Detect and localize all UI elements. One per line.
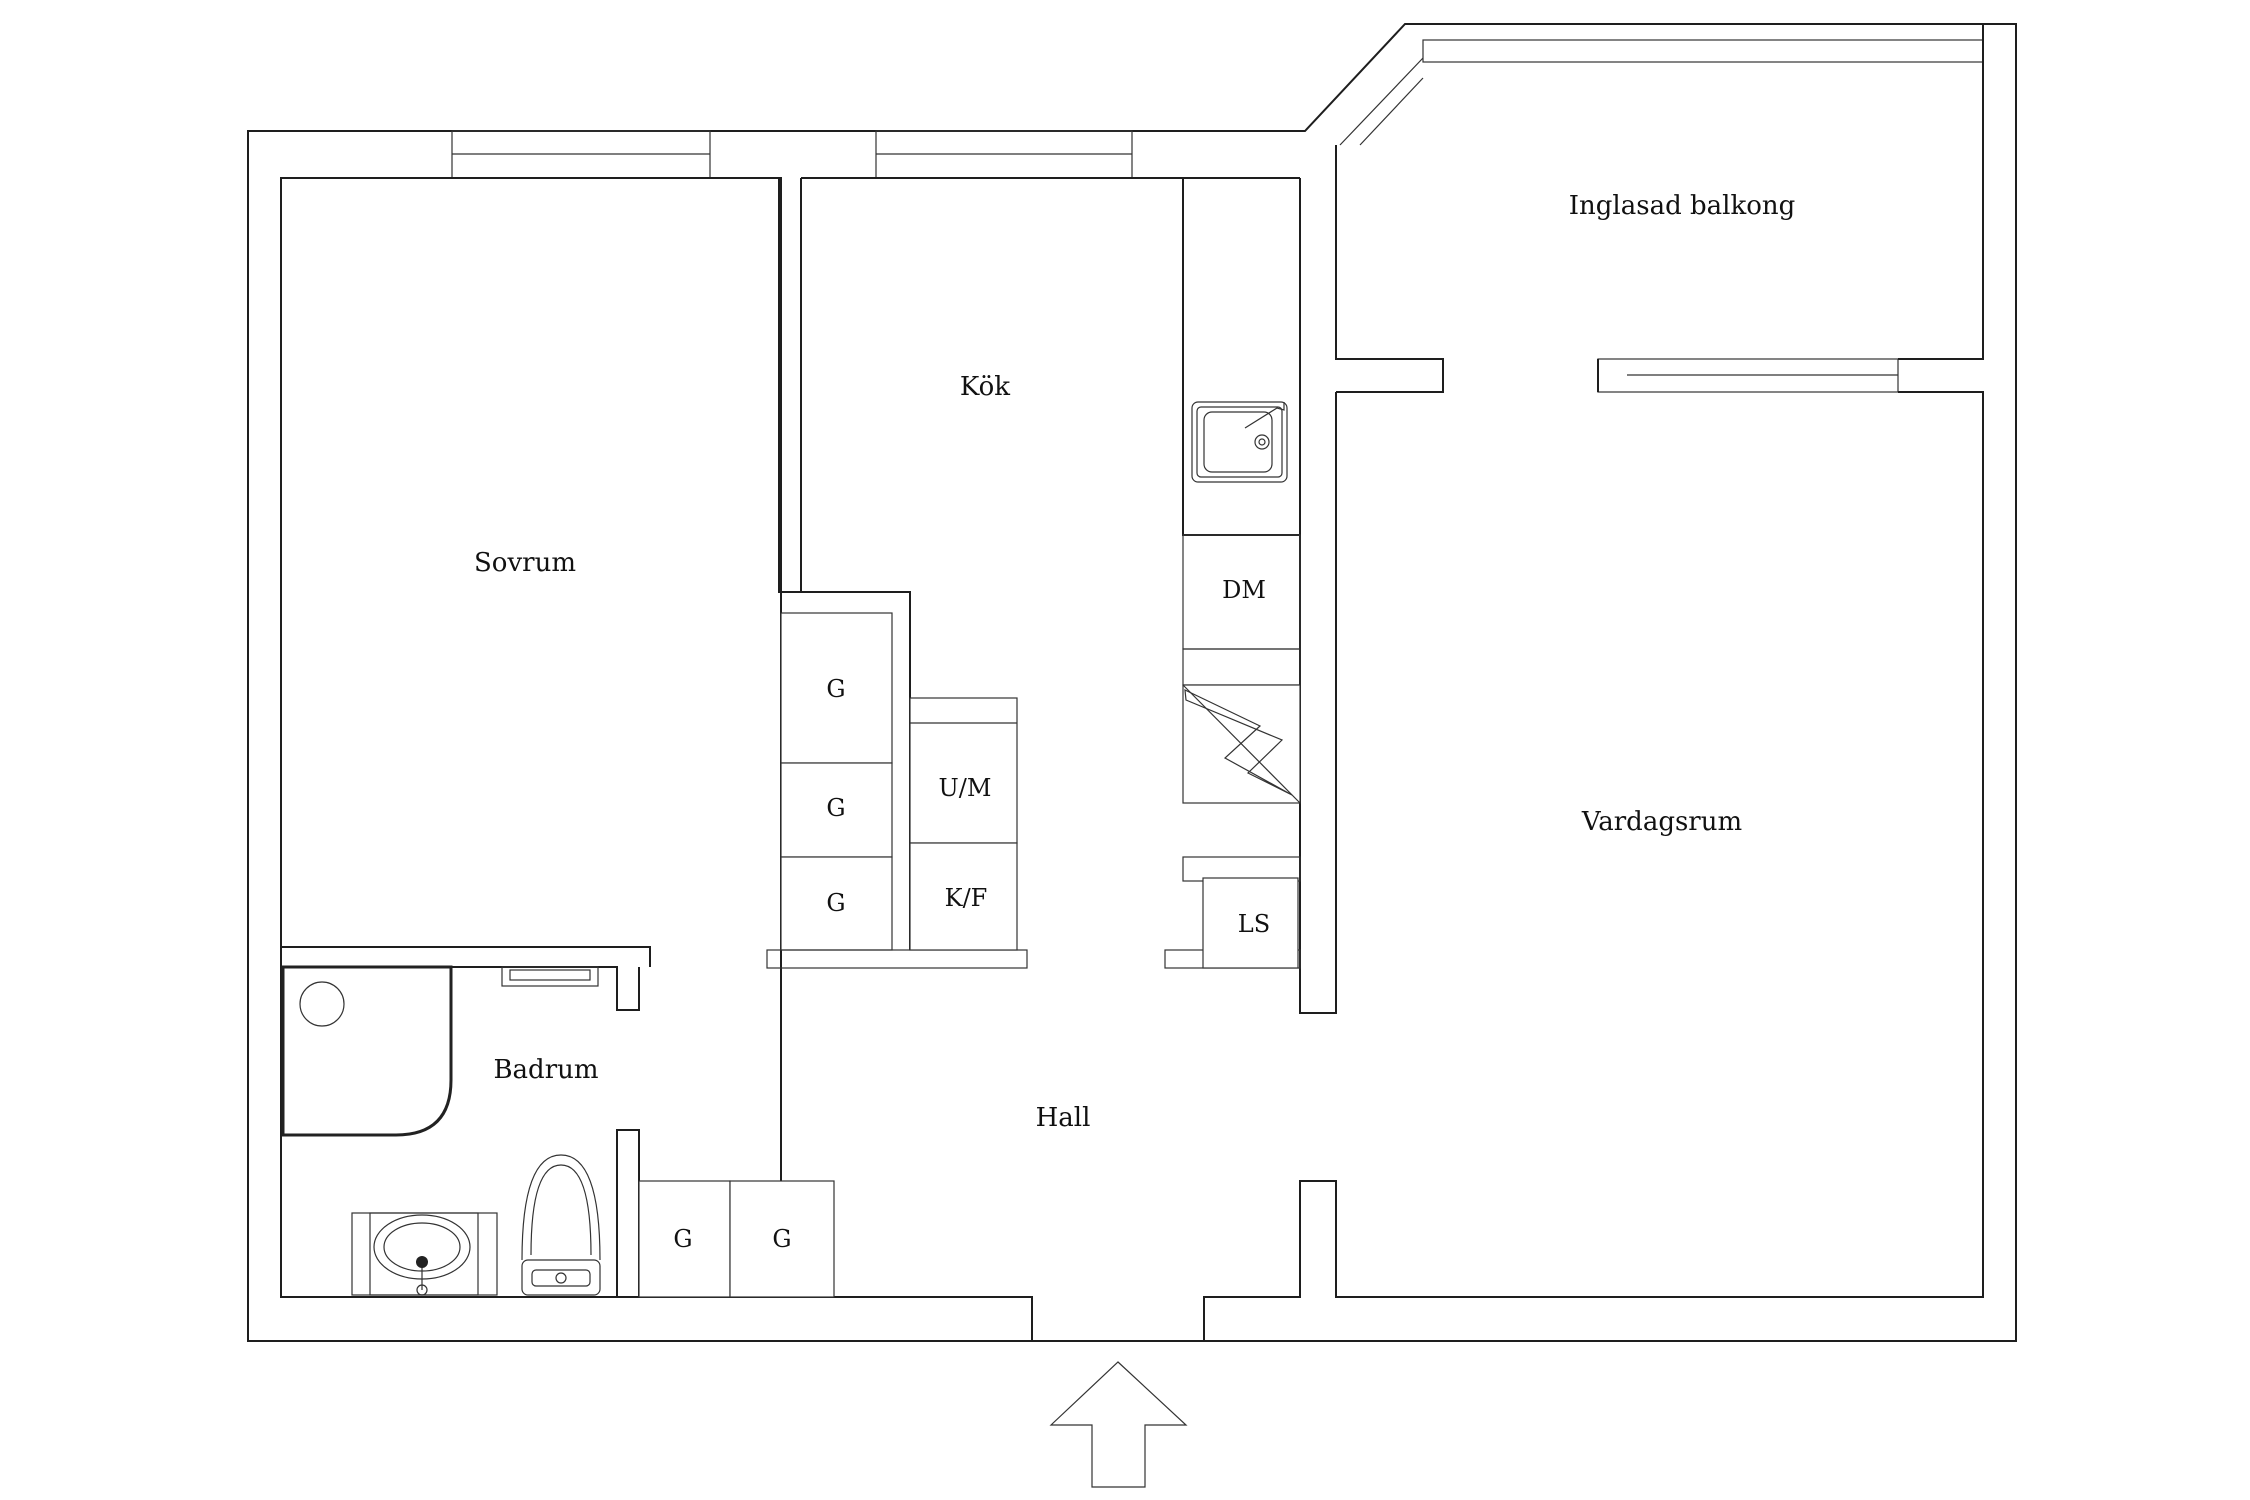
entrance-arrow-icon: [1049, 1361, 1188, 1488]
stove-icon: [1182, 684, 1301, 804]
kitchen-sink-icon: [1191, 401, 1288, 483]
label-wardrobe: G: [826, 675, 845, 703]
interior-walls: [280, 24, 1984, 1341]
toilet-icon: [521, 1154, 601, 1296]
label-fridge-freezer: K/F: [945, 884, 988, 912]
label-wardrobe: G: [772, 1225, 791, 1253]
label-oven-microwave: U/M: [939, 774, 992, 802]
fixture-labels: G G G G G DM U/M K/F LS: [673, 576, 1270, 1253]
label-vardagsrum: Vardagsrum: [1581, 807, 1742, 837]
kitchen-counter: [1164, 534, 1301, 969]
wash-basin-icon: [351, 1212, 498, 1296]
kitchen-wardrobes: [766, 612, 1028, 969]
room-labels: Sovrum Kök Inglasad balkong Vardagsrum B…: [474, 191, 1795, 1133]
hall-wardrobes: [638, 1180, 835, 1298]
label-linen-closet: LS: [1238, 910, 1270, 938]
label-hall: Hall: [1036, 1103, 1091, 1133]
appliance-column: [909, 697, 1018, 951]
bathroom-shelf: [501, 966, 599, 987]
label-badrum: Badrum: [493, 1055, 598, 1085]
outer-walls: [247, 23, 2017, 1342]
label-wardrobe: G: [826, 889, 845, 917]
shower-icon: [281, 965, 453, 1137]
label-wardrobe: G: [826, 794, 845, 822]
label-dishwasher: DM: [1222, 576, 1266, 604]
label-kok: Kök: [960, 372, 1010, 402]
label-sovrum: Sovrum: [474, 548, 576, 578]
label-balkong: Inglasad balkong: [1569, 191, 1795, 221]
label-wardrobe: G: [673, 1225, 692, 1253]
